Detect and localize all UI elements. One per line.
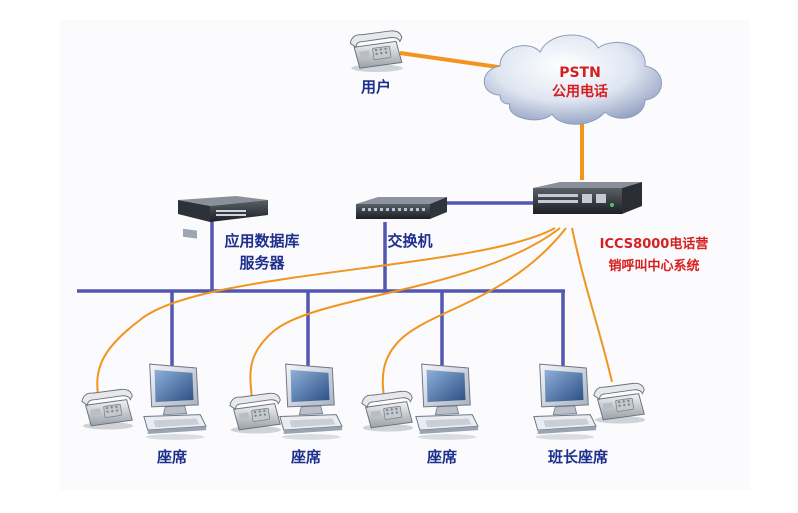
seat-3-telephone-icon (361, 390, 414, 432)
db-server-label-line1: 应用数据库 (224, 232, 299, 250)
iccs-server-icon (533, 182, 642, 214)
seat-3-label: 座席 (426, 448, 457, 466)
seat-1-computer-icon (143, 363, 207, 440)
switch-icon (356, 197, 447, 219)
network-lines (77, 201, 565, 372)
pstn-cloud-icon (483, 34, 662, 125)
seat-1-label: 座席 (156, 448, 187, 466)
seat-3-computer-icon (415, 363, 479, 440)
seat-phone-cables (96, 227, 613, 401)
iccs-label-line2: 销呼叫中心系统 (608, 258, 699, 274)
seat-2-telephone-icon (229, 392, 282, 434)
seat-4-computer-icon (533, 363, 597, 440)
seat-2-label: 座席 (290, 448, 321, 466)
pstn-label-line1: PSTN (559, 65, 601, 81)
seat-1-telephone-icon (81, 388, 134, 430)
db-server-label-line2: 服务器 (239, 254, 285, 272)
user-telephone-icon (349, 30, 404, 72)
pstn-label-line2: 公用电话 (552, 83, 608, 100)
switch-label: 交换机 (387, 232, 432, 250)
iccs-label-line1: ICCS8000电话营 (600, 236, 709, 252)
user-label: 用户 (361, 78, 391, 96)
seat-4-telephone-icon (593, 382, 646, 424)
user-to-pstn-cable (399, 51, 506, 70)
seat-4-label: 班长座席 (548, 448, 608, 466)
seat-2-computer-icon (279, 363, 343, 440)
database-server-icon (178, 196, 268, 239)
